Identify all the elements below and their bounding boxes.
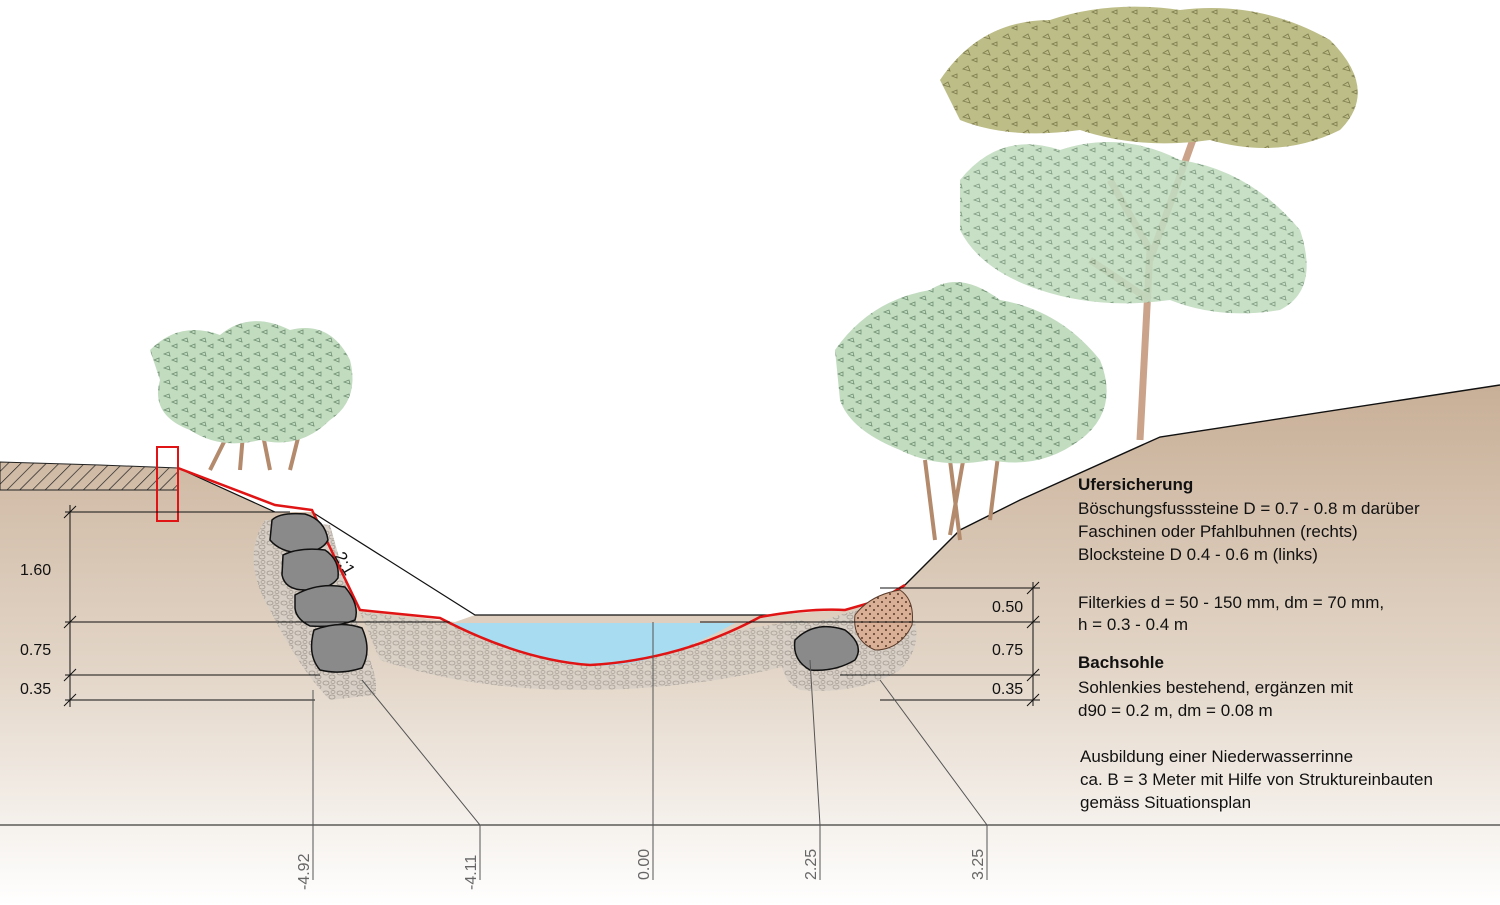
- legend-sohle-title: Bachsohle: [1078, 653, 1164, 672]
- legend-sohle-line: Sohlenkies bestehend, ergänzen mit: [1078, 678, 1353, 697]
- station-1: -4.92: [296, 853, 313, 890]
- boeschungsfussstein-right: [793, 625, 860, 672]
- marker-rect: [156, 446, 179, 522]
- station-5: 3.25: [970, 849, 987, 880]
- station-3: 0.00: [636, 849, 653, 880]
- tree-right-small: [835, 282, 1107, 541]
- left-dim-1: 1.60: [20, 562, 51, 579]
- legend-rinne-line: gemäss Situationsplan: [1080, 793, 1251, 812]
- legend-rinne-line: Ausbildung einer Niederwasserrinne: [1080, 747, 1353, 766]
- station-2: -4.11: [463, 855, 480, 890]
- gravel-channel: [360, 612, 830, 690]
- legend-ufer-title: Ufersicherung: [1078, 475, 1193, 494]
- dimensions-left: [63, 505, 450, 707]
- legend-filter-line: h = 0.3 - 0.4 m: [1078, 615, 1188, 634]
- ground-surface-right: [904, 384, 1500, 586]
- legend-ufer-line: Böschungsfusssteine D = 0.7 - 0.8 m darü…: [1078, 499, 1420, 518]
- legend-filter-line: Filterkies d = 50 - 150 mm, dm = 70 mm,: [1078, 593, 1384, 612]
- legend: Ufersicherung Böschungsfusssteine D = 0.…: [1078, 475, 1433, 812]
- station-4: 2.25: [803, 849, 820, 880]
- right-dim-2: 0.75: [992, 642, 1023, 659]
- legend-ufer-line: Faschinen oder Pfahlbuhnen (rechts): [1078, 522, 1358, 541]
- legend-rinne-line: ca. B = 3 Meter mit Hilfe von Strukturei…: [1080, 770, 1433, 789]
- legend-sohle-line: d90 = 0.2 m, dm = 0.08 m: [1078, 701, 1273, 720]
- water-body: [450, 623, 735, 666]
- blocksteine-left: [269, 512, 368, 673]
- tree-right-large: [940, 6, 1358, 441]
- faschinen-right: [854, 589, 913, 651]
- left-dim-2: 0.75: [20, 642, 51, 659]
- dimensions-right: [700, 581, 1040, 707]
- design-profile-line: [177, 466, 906, 667]
- station-lines: [0, 622, 1500, 880]
- right-dim-3: 0.35: [992, 681, 1023, 698]
- tree-left: [150, 321, 353, 471]
- left-dim-3: 0.35: [20, 681, 51, 698]
- right-dim-1: 0.50: [992, 599, 1023, 616]
- legend-ufer-line: Blocksteine D 0.4 - 0.6 m (links): [1078, 545, 1318, 564]
- topsoil-hatch: [0, 461, 179, 491]
